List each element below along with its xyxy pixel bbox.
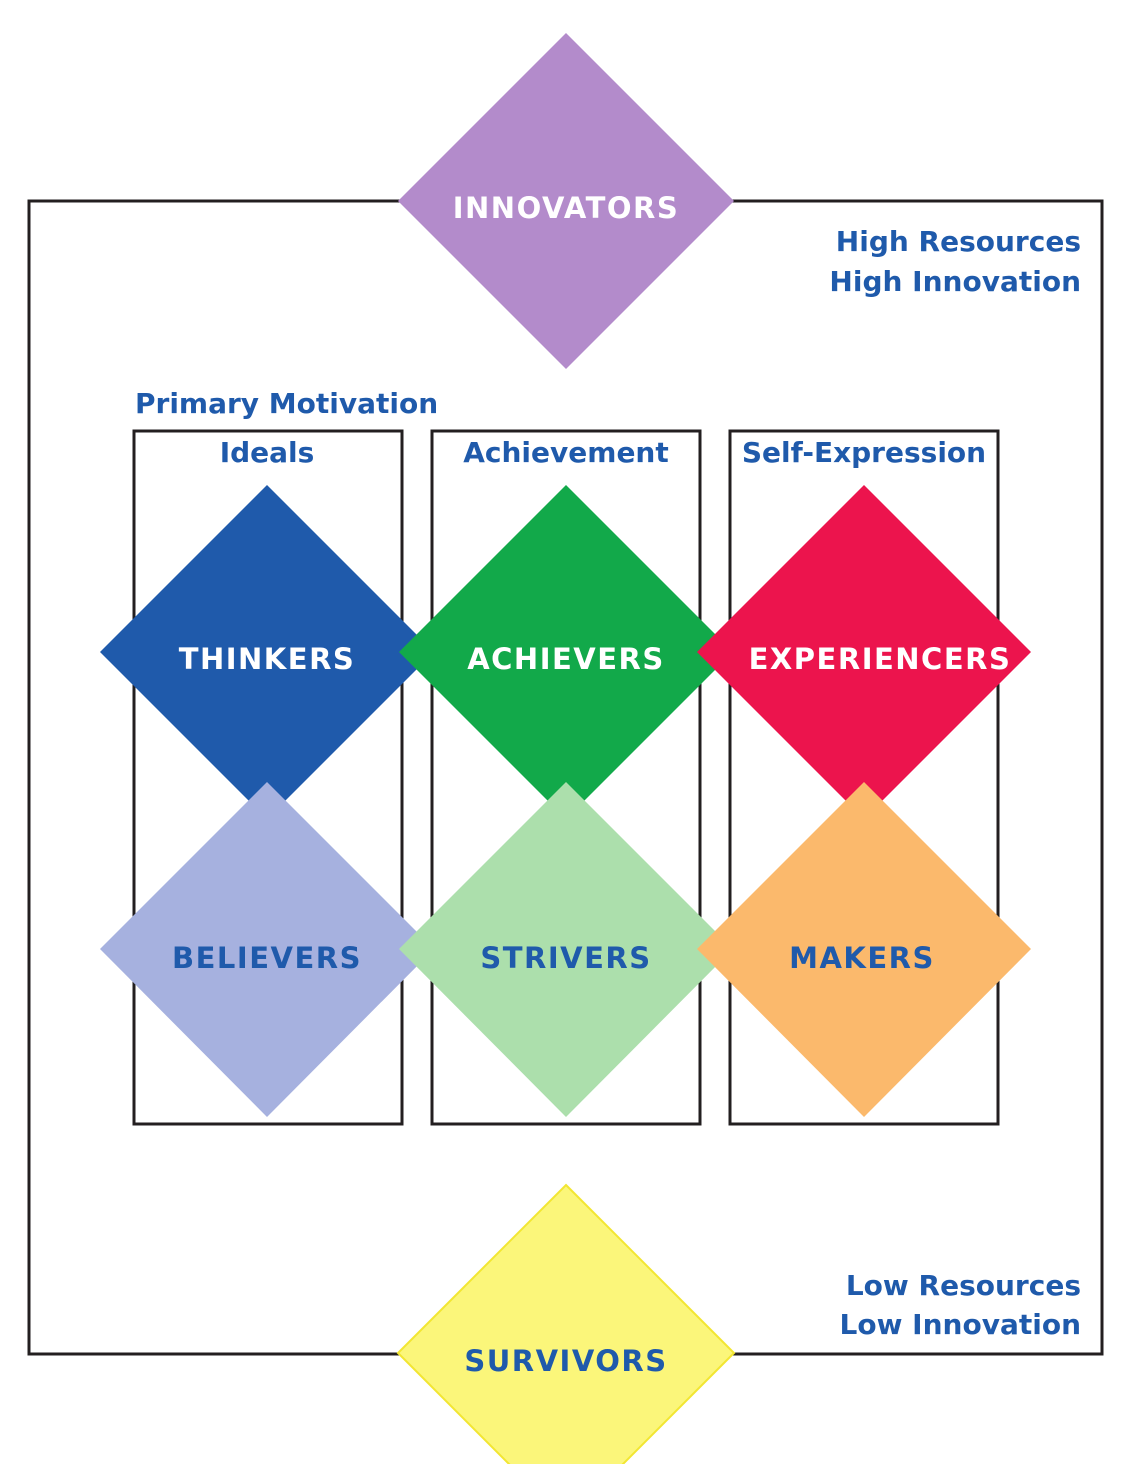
primary-motivation-label: Primary Motivation [135, 387, 438, 420]
high-resources-label: High Resources [836, 225, 1081, 258]
label-makers: MAKERS [789, 941, 935, 975]
diamond-achievers [399, 485, 733, 819]
label-achievers: ACHIEVERS [467, 642, 665, 676]
column-frame-self-expression [728, 429, 1000, 1126]
diamond-survivors [396, 1183, 736, 1464]
column-title-achievement: Achievement [463, 436, 669, 469]
label-innovators: INNOVATORS [453, 191, 680, 225]
diamond-makers [697, 782, 1031, 1117]
column-title-ideals: Ideals [220, 436, 315, 469]
label-strivers: STRIVERS [480, 941, 651, 975]
diamond-strivers [399, 782, 733, 1117]
low-resources-label: Low Resources [846, 1269, 1081, 1302]
label-thinkers: THINKERS [179, 642, 356, 676]
high-innovation-label: High Innovation [829, 265, 1081, 298]
label-believers: BELIEVERS [172, 941, 362, 975]
column-frame-achievement [430, 429, 702, 1126]
diamond-experiencers [697, 485, 1031, 819]
label-survivors: SURVIVORS [464, 1344, 667, 1378]
column-title-self-expression: Self-Expression [742, 436, 986, 469]
diamond-innovators [398, 33, 734, 369]
low-innovation-label: Low Innovation [839, 1308, 1081, 1341]
label-experiencers: EXPERIENCERS [749, 642, 1012, 676]
diamond-believers [100, 782, 434, 1117]
column-frame-ideals [132, 429, 404, 1126]
diamond-thinkers [100, 485, 434, 819]
